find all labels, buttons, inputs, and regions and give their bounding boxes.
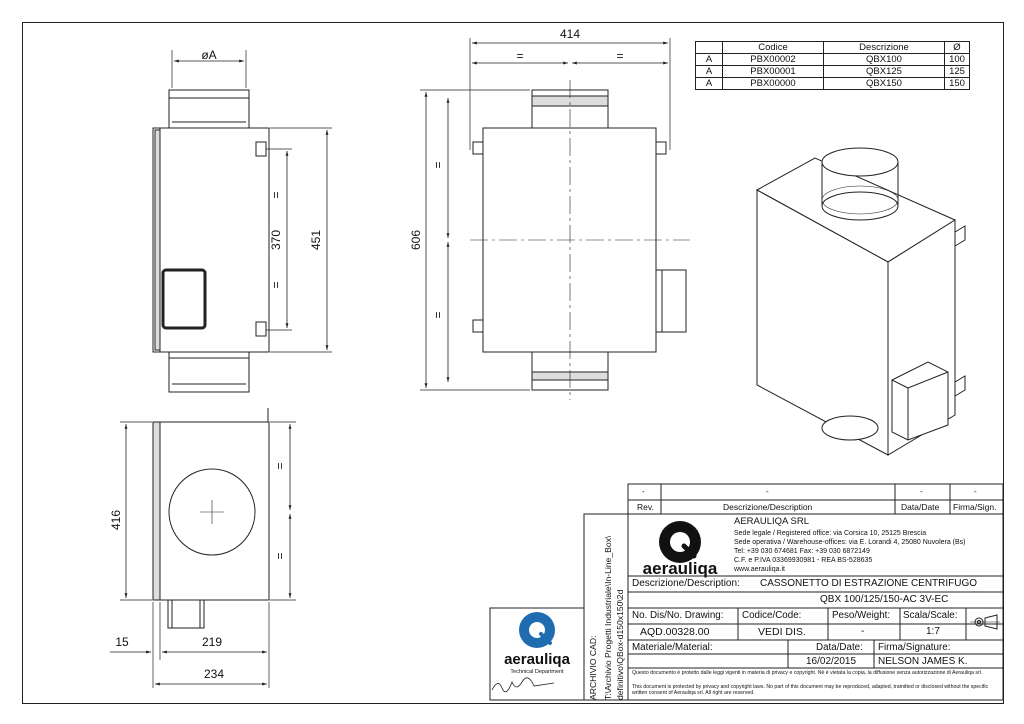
- dim-phi-a: øA: [201, 48, 216, 62]
- company-address: Tel: +39 030 674681 Fax: +39 030 6872149: [734, 548, 870, 555]
- side-view: [152, 50, 332, 393]
- archive-path: T:\Archivio Progetti Industriale\In-Line…: [603, 535, 613, 700]
- drawing-value: AQD.00328.00: [640, 626, 710, 638]
- dim-eq: =: [616, 49, 623, 63]
- dim-eq: =: [273, 552, 287, 559]
- company-address: Sede operativa / Warehouse-offices: via …: [734, 539, 966, 546]
- projection-symbol-icon: [970, 614, 1000, 630]
- stamp-logo-text: aerauliqa: [504, 651, 571, 668]
- table-header: [695, 41, 723, 54]
- date-value: 16/02/2015: [806, 656, 857, 667]
- dim-606: 606: [409, 230, 423, 250]
- table-cell: A: [695, 65, 723, 78]
- table-cell: PBX00001: [722, 65, 824, 78]
- table-header: Descrizione: [823, 41, 945, 54]
- code-label: Codice/Code:: [742, 610, 802, 621]
- stamp-department: Technical Department: [510, 669, 564, 675]
- rev-sign-label: Firma/Sign.: [953, 502, 997, 512]
- title-block-grid: [489, 483, 1004, 701]
- table-row: A PBX00000 QBX150 150: [695, 77, 970, 90]
- revision-placeholder: -: [974, 487, 977, 496]
- dim-451: 451: [309, 230, 323, 250]
- isometric-view: [755, 147, 966, 456]
- rev-label: Rev.: [637, 502, 654, 512]
- dim-eq: =: [431, 311, 445, 318]
- front-view: [420, 38, 690, 400]
- dim-370: 370: [269, 230, 283, 250]
- scale-value: 1:7: [926, 626, 940, 637]
- rev-date-label: Data/Date: [901, 502, 940, 512]
- company-address: Sede legale / Registered office: via Cor…: [734, 530, 927, 537]
- table-cell: QBX100: [823, 53, 945, 66]
- revision-placeholder: -: [642, 487, 645, 496]
- dim-eq: =: [273, 462, 287, 469]
- dim-234: 234: [204, 667, 224, 681]
- table-header: Codice: [722, 41, 824, 54]
- dim-416: 416: [109, 510, 123, 530]
- legal-notice-it: Questo documento è protetto dalle leggi …: [632, 670, 983, 676]
- table-cell: 150: [944, 77, 970, 90]
- table-header-row: Codice Descrizione Ø: [695, 41, 970, 54]
- dim-eq: =: [516, 49, 523, 63]
- company-address: www.aerauliqa.it: [734, 566, 785, 573]
- table-cell: 125: [944, 65, 970, 78]
- drawing-label: No. Dis/No. Drawing:: [632, 610, 724, 621]
- dim-414: 414: [560, 27, 580, 41]
- weight-value: -: [861, 626, 865, 637]
- material-label: Materiale/Material:: [632, 642, 713, 653]
- company-name: AERAULIQA SRL: [734, 516, 809, 527]
- scale-label: Scala/Scale:: [903, 610, 958, 621]
- table-row: A PBX00002 QBX100 100: [695, 53, 970, 66]
- description-value: CASSONETTO DI ESTRAZIONE CENTRIFUGO: [760, 578, 978, 589]
- dim-15: 15: [115, 635, 129, 649]
- model-value: QBX 100/125/150-AC 3V-EC: [820, 594, 949, 605]
- revision-placeholder: -: [920, 487, 923, 496]
- rev-description-label: Descrizione/Description: [723, 502, 813, 512]
- company-address: C.F. e P.IVA 03369930981 - REA BS-528635: [734, 557, 873, 564]
- stamp-logo: aerauliqa Technical Department: [504, 612, 571, 675]
- table-cell: A: [695, 77, 723, 90]
- company-logo: aerauliqa: [643, 521, 718, 578]
- table-row: A PBX00001 QBX125 125: [695, 65, 970, 78]
- company-logo-text: aerauliqa: [643, 559, 718, 578]
- top-view: [110, 408, 296, 688]
- description-label: Descrizione/Description:: [632, 578, 740, 589]
- parts-table: Codice Descrizione Ø A PBX00002 QBX100 1…: [695, 41, 970, 90]
- dim-eq: =: [431, 161, 445, 168]
- signature-label: Firma/Signature:: [878, 642, 951, 653]
- table-cell: A: [695, 53, 723, 66]
- archive-label: ARCHIVIO CAD:: [588, 635, 598, 700]
- code-value: VEDI DIS.: [758, 626, 806, 638]
- table-header: Ø: [944, 41, 970, 54]
- dim-eq: =: [269, 191, 283, 198]
- table-cell: 100: [944, 53, 970, 66]
- sheet-border: [22, 22, 1004, 704]
- legal-notice-en: This document is protected by privacy an…: [632, 684, 989, 696]
- date-label: Data/Date:: [816, 642, 863, 653]
- archive-path: definitivo\QBox-d150x150\2d: [615, 589, 625, 700]
- weight-label: Peso/Weight:: [832, 610, 891, 621]
- table-cell: QBX150: [823, 77, 945, 90]
- revision-placeholder: -: [766, 487, 769, 496]
- signature-scribble: [491, 677, 555, 693]
- table-cell: PBX00002: [722, 53, 824, 66]
- table-cell: QBX125: [823, 65, 945, 78]
- dim-219: 219: [202, 635, 222, 649]
- table-cell: PBX00000: [722, 77, 824, 90]
- signature-value: NELSON JAMES K.: [878, 656, 968, 667]
- dim-eq: =: [269, 281, 283, 288]
